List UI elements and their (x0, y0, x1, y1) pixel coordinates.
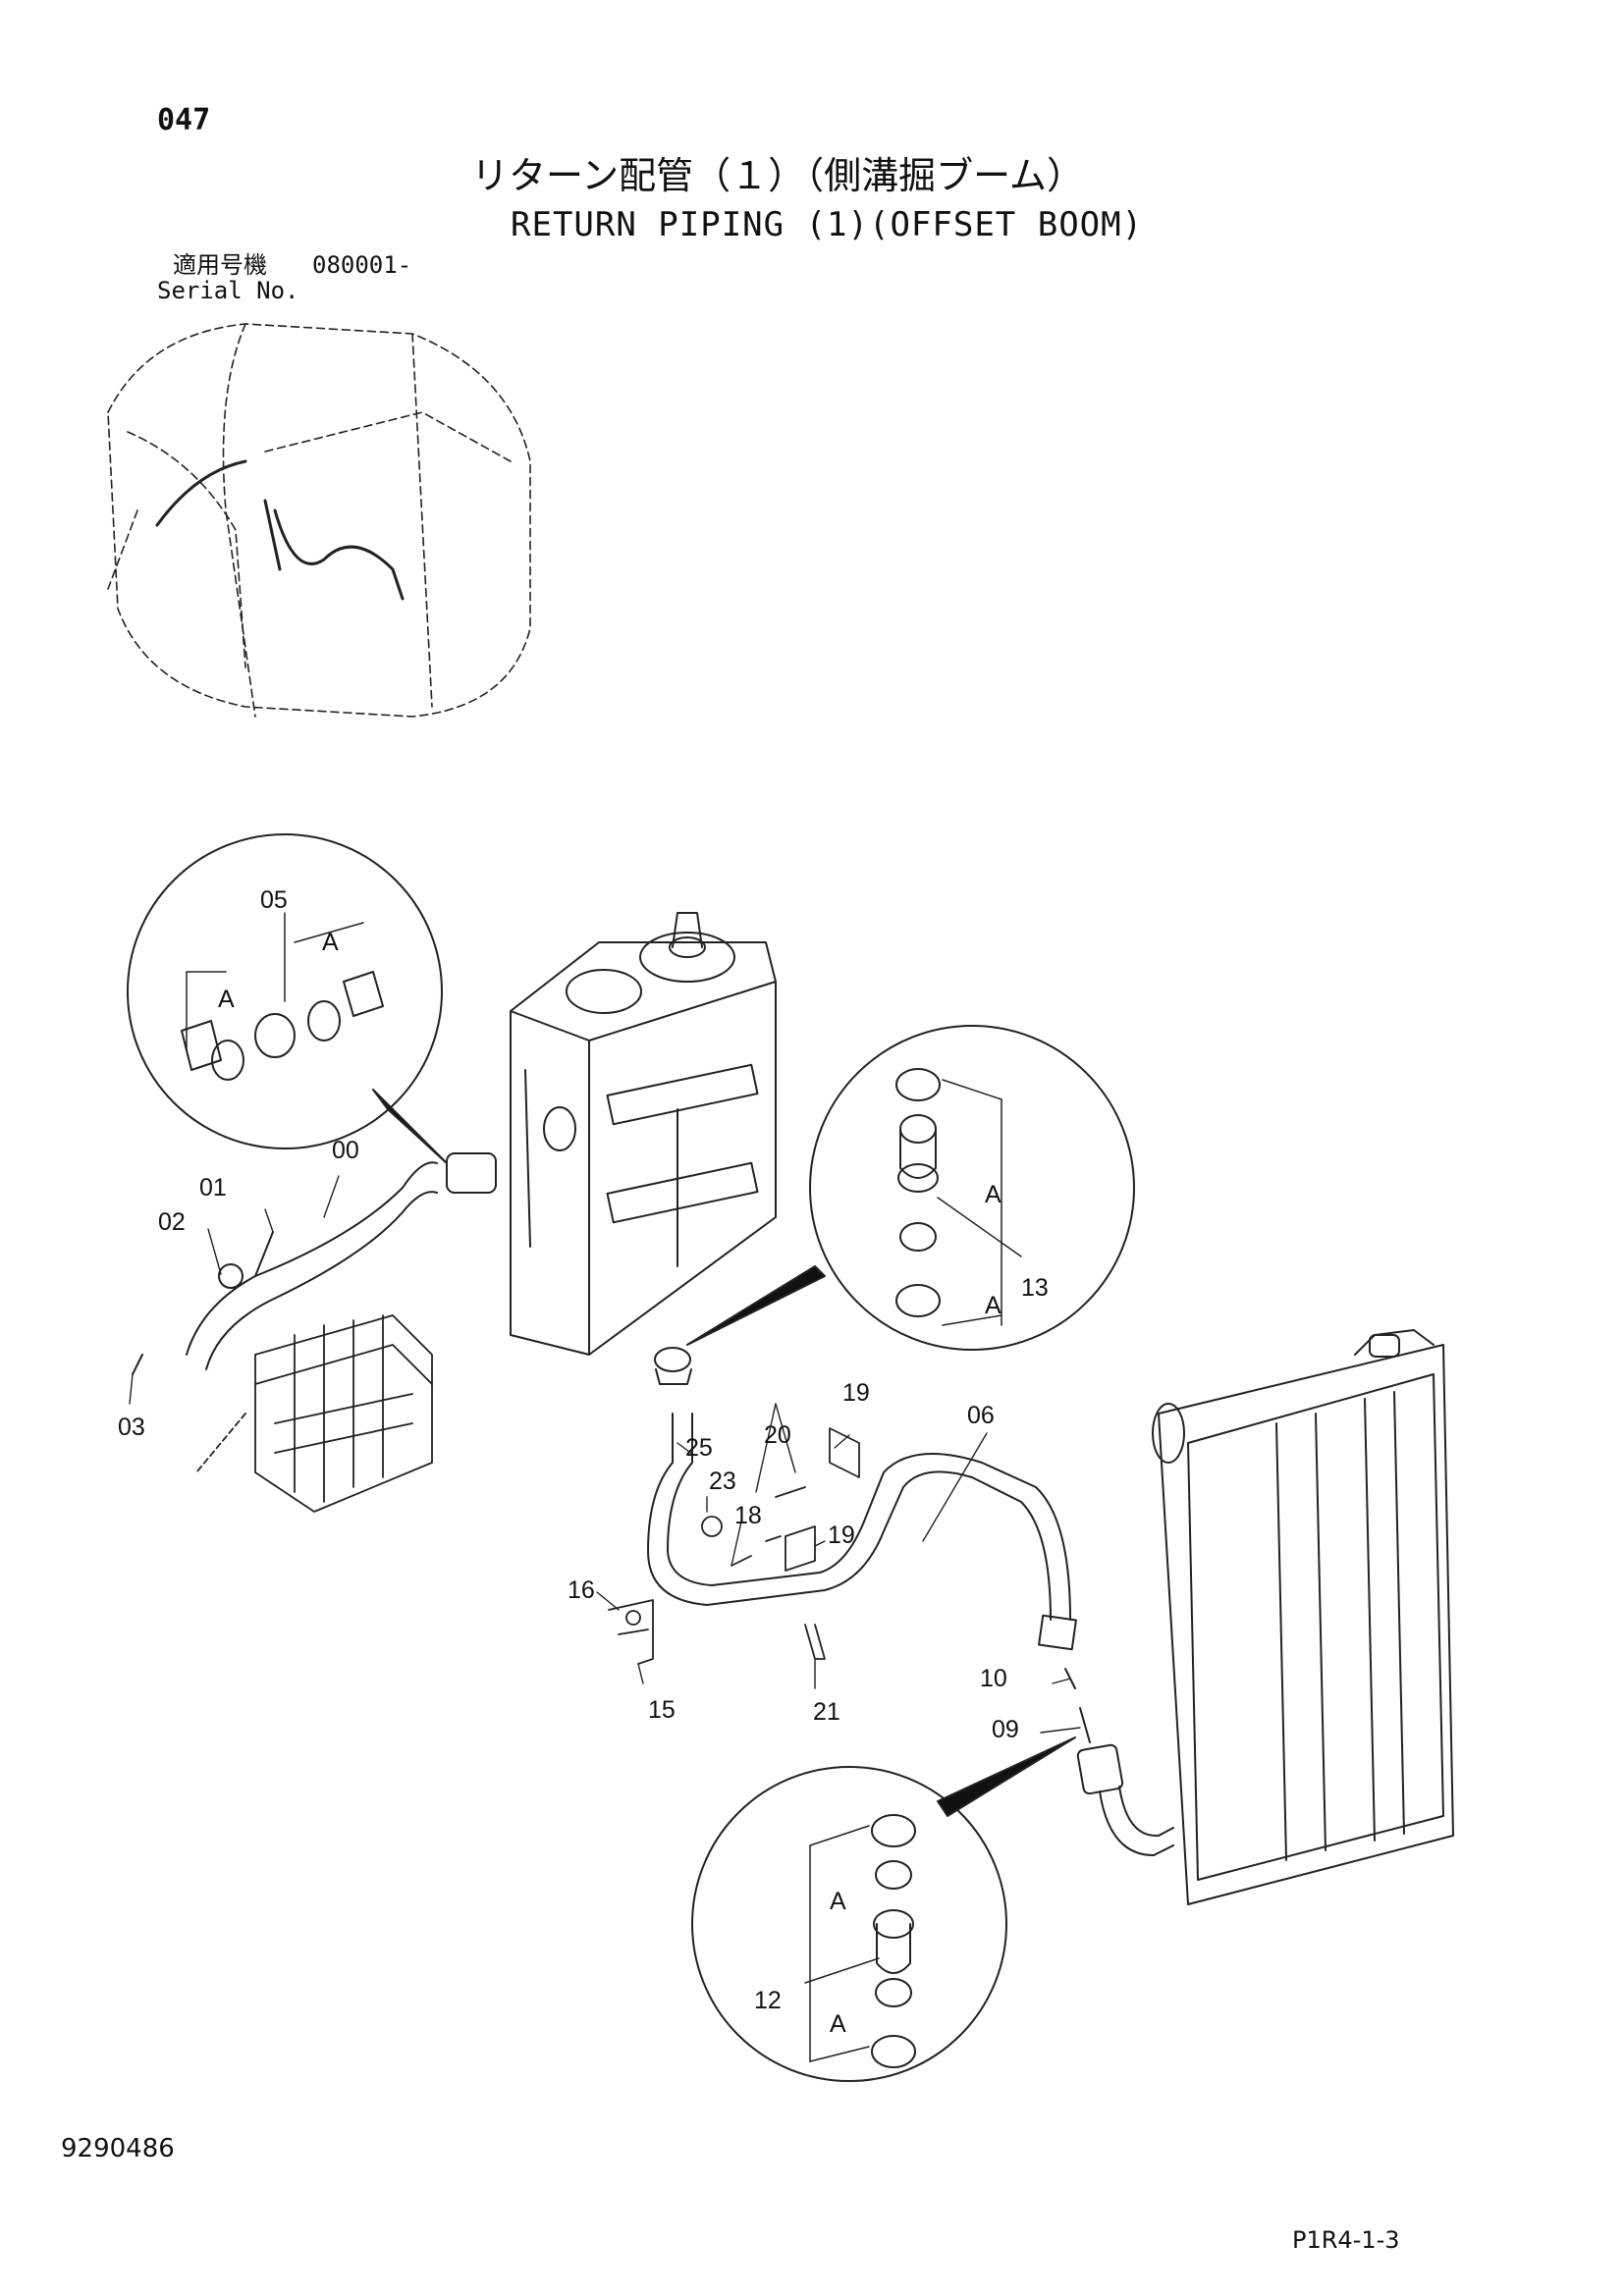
control-valve (195, 1314, 433, 1513)
callout-a-6: A (830, 2010, 846, 2038)
page-number: 047 (157, 103, 211, 137)
callout-23: 23 (709, 1468, 736, 1495)
callout-19-bottom: 19 (828, 1522, 855, 1549)
page-title-english: RETURN PIPING (1)(OFFSET BOOM) (511, 205, 1144, 244)
callout-00: 00 (332, 1137, 359, 1164)
callout-a-4: A (985, 1292, 1001, 1319)
callout-19-top: 19 (842, 1379, 870, 1407)
machine-overview-illustration (107, 323, 531, 718)
page-title-japanese: リターン配管（１）（側溝掘ブーム） (471, 154, 1084, 197)
clamp-brackets (608, 1427, 860, 1665)
hydraulic-tank (510, 912, 777, 1356)
serial-label-japanese: 適用号機 (173, 251, 267, 279)
page-code: P1R4-1-3 (1292, 2226, 1400, 2254)
callout-21: 21 (813, 1698, 840, 1726)
tank-return-port (654, 1108, 692, 1385)
serial-label-english: Serial No. (157, 277, 299, 304)
callout-20: 20 (764, 1421, 791, 1449)
callout-01: 01 (199, 1174, 227, 1201)
return-hose-00 (132, 1152, 497, 1375)
callout-a-2: A (218, 986, 235, 1013)
return-pipe-06 (647, 1413, 1077, 1651)
oil-cooler (1152, 1329, 1454, 1905)
callout-25: 25 (685, 1434, 713, 1462)
detail-circle-left (127, 833, 448, 1164)
callout-a-5: A (830, 1888, 846, 1915)
callout-18: 18 (734, 1502, 762, 1529)
callout-13: 13 (1021, 1274, 1049, 1302)
callout-15: 15 (648, 1696, 676, 1724)
cooler-inlet-fittings (1064, 1668, 1174, 1856)
callout-12: 12 (754, 1987, 782, 2014)
callout-16: 16 (568, 1576, 595, 1604)
callout-02: 02 (158, 1208, 186, 1236)
callout-labels: 05 A A 00 01 02 03 A 13 A 19 06 20 25 23… (118, 886, 1049, 2038)
machine-overview-piping (155, 459, 405, 601)
callout-10: 10 (980, 1665, 1007, 1692)
detail-circle-bottom (691, 1736, 1076, 2082)
detail-circle-right (686, 1025, 1135, 1351)
callout-03: 03 (118, 1414, 145, 1441)
callout-06: 06 (967, 1402, 995, 1429)
callout-05: 05 (260, 886, 288, 914)
callout-a-3: A (985, 1181, 1001, 1208)
catalog-number: 9290486 (61, 2134, 175, 2163)
callout-a-1: A (322, 929, 339, 956)
callout-leaders (129, 1175, 1081, 1734)
callout-09: 09 (992, 1716, 1019, 1743)
serial-number-value: 080001- (312, 251, 412, 279)
